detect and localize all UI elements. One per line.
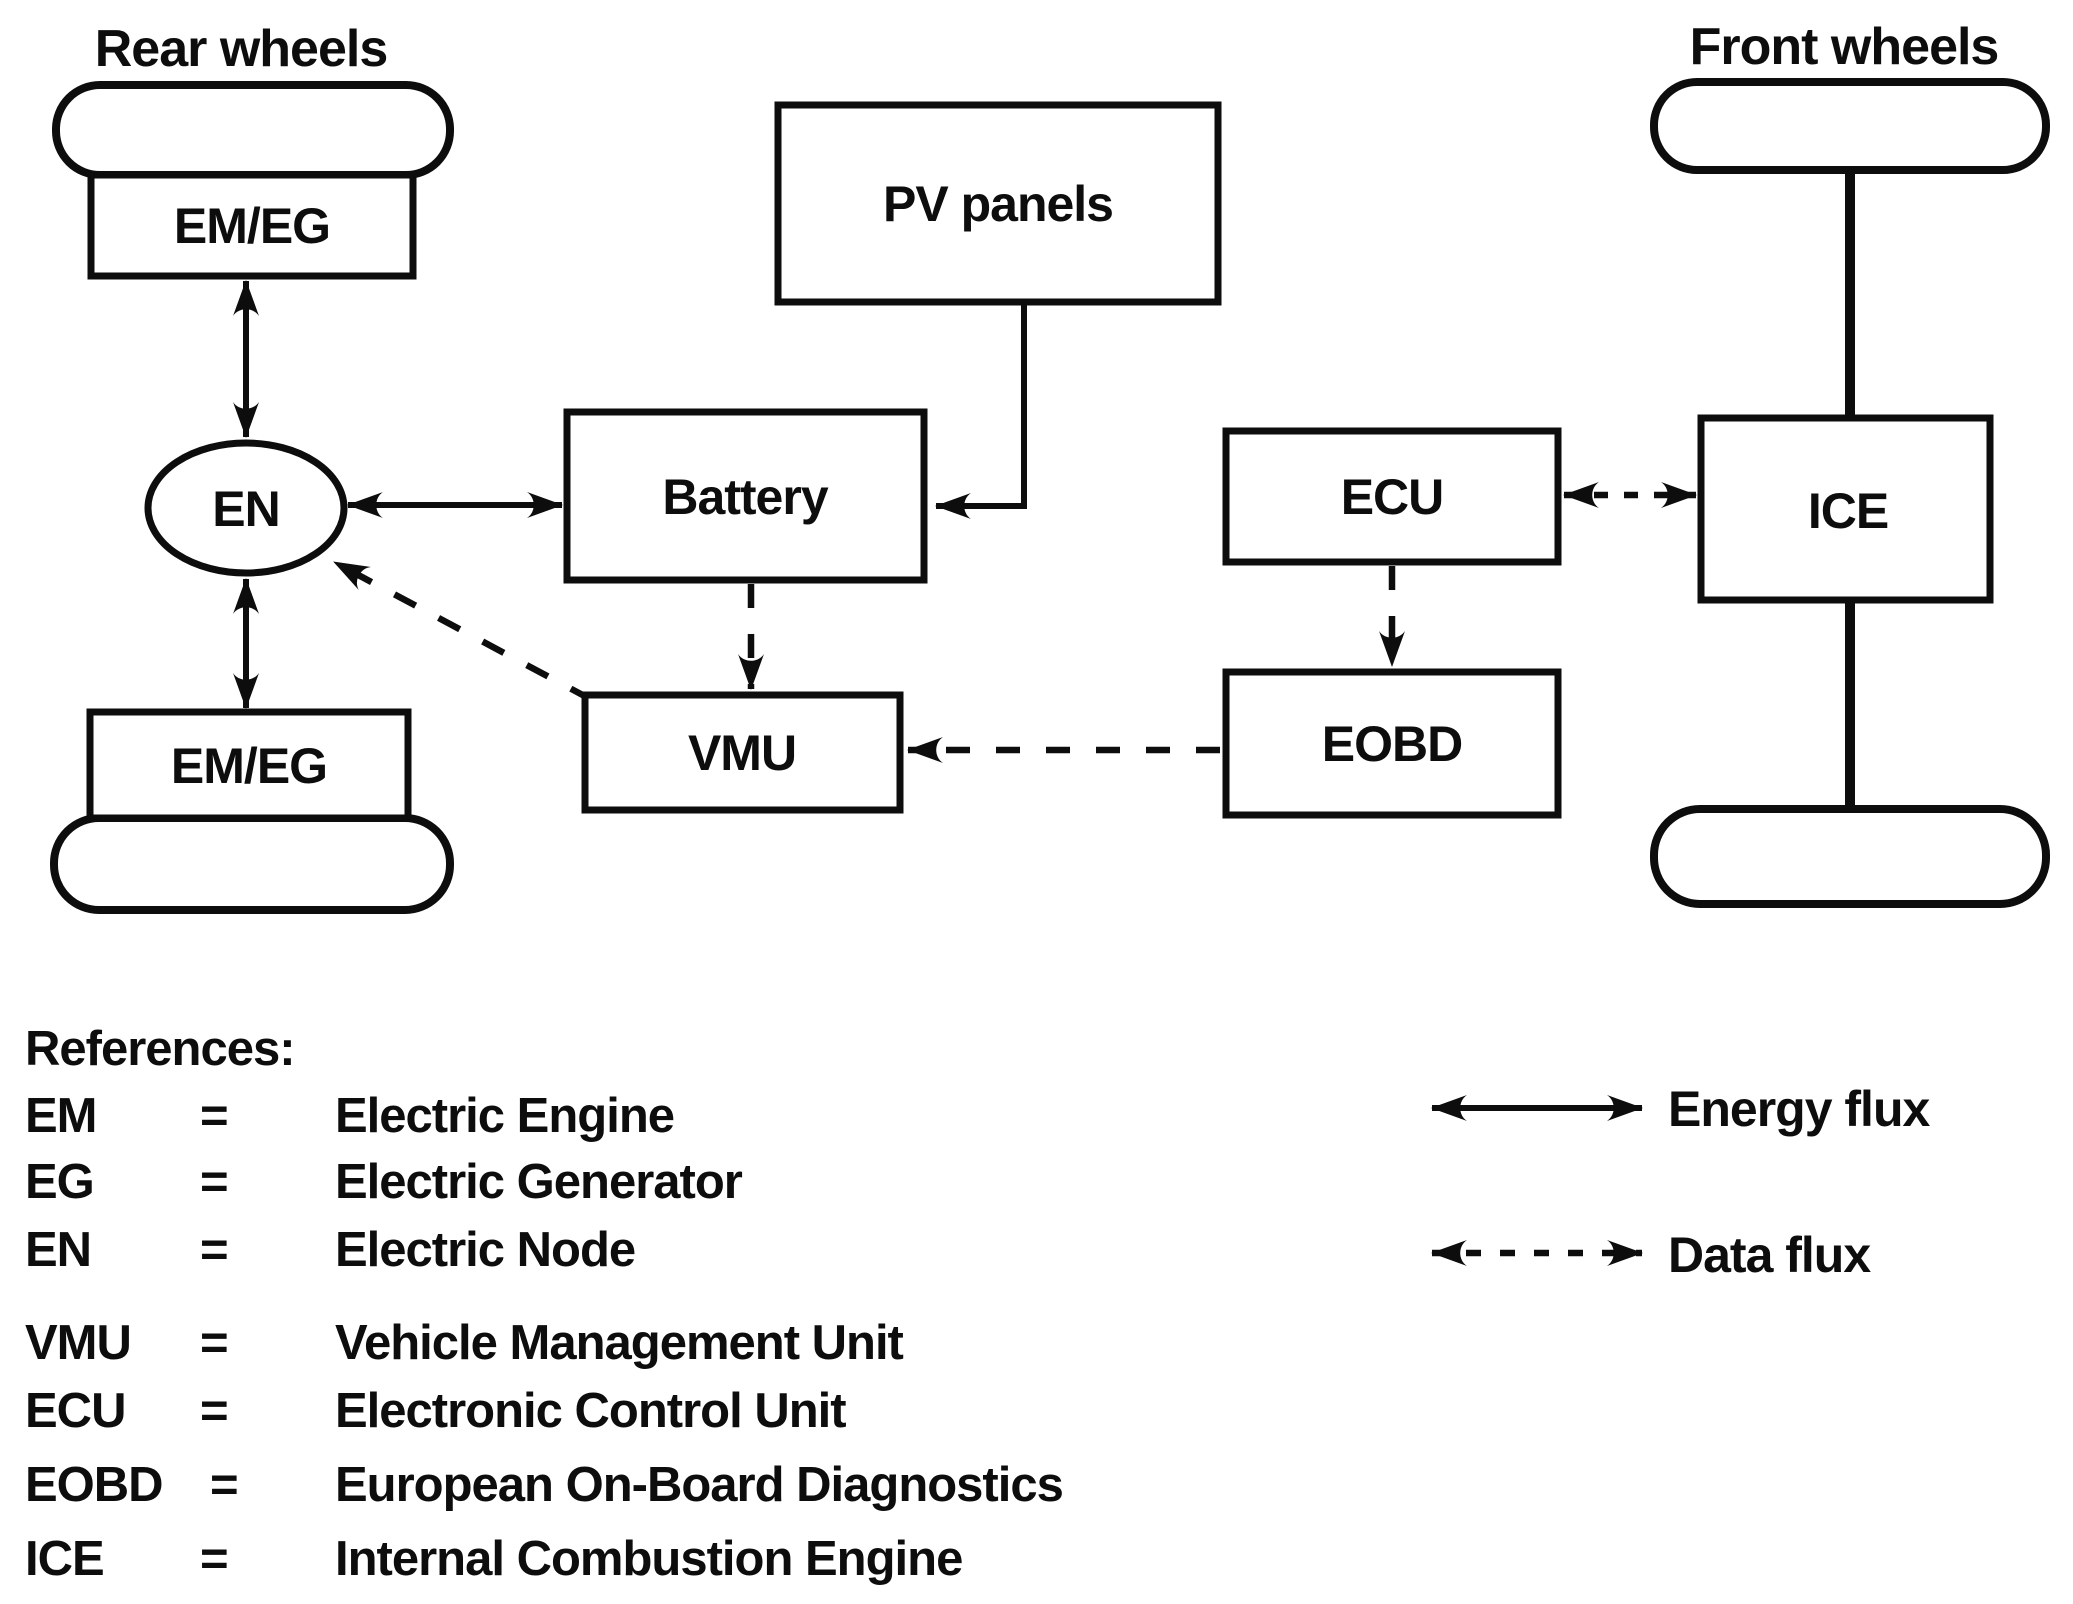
eobd-box <box>1222 668 1562 819</box>
ref-meaning: Internal Combustion Engine <box>335 1532 962 1586</box>
ref-abbr: VMU <box>25 1316 131 1370</box>
front-wheel-top <box>1650 78 2050 174</box>
ref-abbr: EG <box>25 1155 94 1209</box>
references-list: EM = Electric Engine EG = Electric Gener… <box>25 1089 1064 1586</box>
rear-wheel-bottom <box>50 814 454 914</box>
ref-equals: = <box>200 1223 228 1277</box>
ref-abbr: ECU <box>25 1384 125 1438</box>
rear-wheels-label: Rear wheels <box>95 20 388 78</box>
ref-meaning: European On-Board Diagnostics <box>335 1458 1063 1512</box>
legend-data-flux-label: Data flux <box>1668 1227 1871 1283</box>
ref-abbr: EN <box>25 1223 91 1277</box>
ref-equals: = <box>200 1316 228 1370</box>
ref-abbr: EOBD <box>25 1458 163 1512</box>
reference-row: EOBD = European On-Board Diagnostics <box>25 1458 1064 1512</box>
pv-panels-label: PV panels <box>883 176 1113 232</box>
ref-meaning: Electric Generator <box>335 1155 743 1209</box>
emeg-bottom-box <box>86 708 412 822</box>
vmu-label: VMU <box>688 725 796 781</box>
reference-row: EN = Electric Node <box>25 1223 636 1277</box>
energy-arrow-pv-battery <box>935 304 1027 519</box>
ref-meaning: Electronic Control Unit <box>335 1384 846 1438</box>
ref-meaning: Vehicle Management Unit <box>335 1316 904 1370</box>
emeg-top-box <box>87 171 417 280</box>
references-title: References: <box>25 1022 295 1076</box>
ref-equals: = <box>200 1532 228 1586</box>
en-label: EN <box>212 481 279 537</box>
eobd-label: EOBD <box>1322 716 1462 772</box>
ref-equals: = <box>200 1155 228 1209</box>
reference-row: ICE = Internal Combustion Engine <box>25 1532 963 1586</box>
legend: Energy flux Data flux <box>1431 1081 1931 1283</box>
ice-label: ICE <box>1808 483 1888 539</box>
reference-row: ECU = Electronic Control Unit <box>25 1384 847 1438</box>
ref-abbr: EM <box>25 1089 97 1143</box>
front-wheel-bottom <box>1650 805 2050 908</box>
battery-box <box>563 408 928 584</box>
ice-box <box>1697 414 1994 604</box>
ref-equals: = <box>200 1089 228 1143</box>
front-wheels-label: Front wheels <box>1690 18 1999 76</box>
ref-meaning: Electric Node <box>335 1223 635 1277</box>
legend-energy-flux-label: Energy flux <box>1668 1081 1930 1137</box>
pv-panels-box <box>774 101 1222 306</box>
emeg-top-label: EM/EG <box>174 198 330 254</box>
ref-meaning: Electric Engine <box>335 1089 674 1143</box>
ref-equals: = <box>200 1384 228 1438</box>
rear-wheel-top <box>52 81 454 179</box>
emeg-bottom-label: EM/EG <box>171 738 327 794</box>
reference-row: VMU = Vehicle Management Unit <box>25 1316 905 1370</box>
vmu-box <box>581 691 904 814</box>
en-ellipse <box>144 439 348 577</box>
reference-row: EG = Electric Generator <box>25 1155 744 1209</box>
battery-label: Battery <box>662 469 828 525</box>
reference-row: EM = Electric Engine <box>25 1089 675 1143</box>
ecu-label: ECU <box>1341 469 1444 525</box>
ecu-box <box>1222 427 1562 566</box>
ref-abbr: ICE <box>25 1532 104 1586</box>
ref-equals: = <box>210 1458 238 1512</box>
